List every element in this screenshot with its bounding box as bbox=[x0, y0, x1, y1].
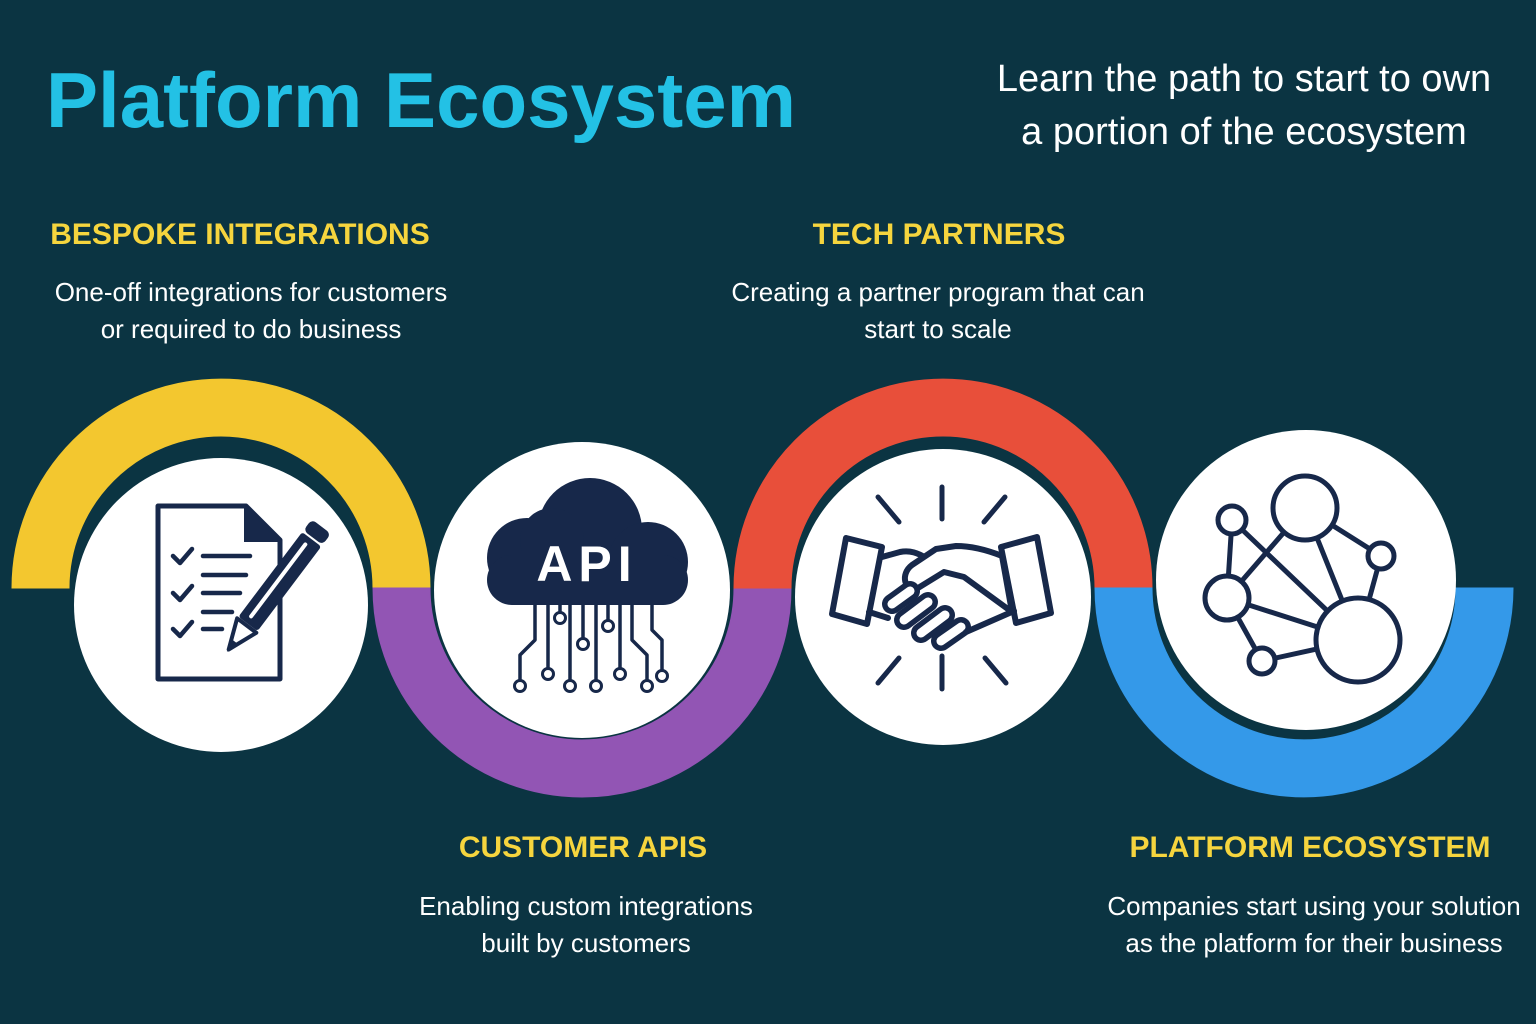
description-line: start to scale bbox=[864, 314, 1012, 344]
stage-description-platform-ecosystem: Companies start using your solution as t… bbox=[1094, 888, 1534, 962]
circuit-node bbox=[563, 679, 577, 693]
circuit-node bbox=[613, 667, 627, 681]
arc-bespoke-integrations bbox=[11, 378, 431, 589]
circuit-nodes bbox=[513, 611, 669, 693]
circuit-node bbox=[553, 611, 567, 625]
checkmark-icon bbox=[170, 619, 195, 639]
circuit-node bbox=[640, 679, 654, 693]
description-line: Companies start using your solution bbox=[1107, 891, 1521, 921]
ray-line bbox=[981, 494, 1008, 525]
circuit-node bbox=[655, 669, 669, 683]
pen-cone bbox=[226, 616, 259, 652]
pen-highlight bbox=[249, 542, 308, 619]
finger bbox=[899, 597, 933, 625]
circuit-node bbox=[513, 679, 527, 693]
pen-cap bbox=[305, 521, 329, 543]
description-line: Creating a partner program that can bbox=[731, 277, 1145, 307]
page-subtitle: Learn the path to start to own a portion… bbox=[984, 53, 1504, 159]
description-line: as the platform for their business bbox=[1125, 928, 1503, 958]
stage-heading-tech-partners: TECH PARTNERS bbox=[812, 218, 1066, 251]
network-node bbox=[1246, 645, 1278, 677]
network-node bbox=[1270, 473, 1340, 543]
circuit-node bbox=[589, 679, 603, 693]
description-line: or required to do business bbox=[100, 314, 402, 344]
document-checklist-pen-icon bbox=[155, 503, 329, 682]
subtitle-line: a portion of the ecosystem bbox=[1021, 111, 1467, 153]
description-line: Enabling custom integrations bbox=[419, 891, 753, 921]
circuit-node bbox=[601, 619, 615, 633]
arc-tech-partners bbox=[733, 378, 1153, 589]
checkmark-icon bbox=[170, 583, 195, 603]
pen-icon bbox=[226, 521, 329, 652]
finger bbox=[916, 610, 950, 638]
stage-heading-customer-apis: CUSTOMER APIS bbox=[458, 831, 708, 864]
circuit-trace bbox=[650, 603, 664, 672]
circuit-traces bbox=[518, 603, 664, 682]
finger bbox=[936, 622, 966, 646]
page-title: Platform Ecosystem bbox=[46, 56, 796, 144]
document-folded-corner bbox=[244, 506, 280, 542]
checkmark-icon bbox=[170, 546, 195, 566]
left-hand-bottom bbox=[866, 609, 891, 621]
description-line: One-off integrations for customers bbox=[54, 277, 448, 307]
left-cuff bbox=[829, 535, 885, 627]
stage-description-customer-apis: Enabling custom integrations built by cu… bbox=[366, 888, 806, 962]
finger bbox=[887, 586, 915, 609]
api-cloud-icon: API bbox=[487, 478, 688, 693]
arc-platform-ecosystem bbox=[1094, 587, 1514, 798]
handshake-icon bbox=[829, 484, 1054, 692]
arc-customer-apis bbox=[372, 587, 792, 798]
ray-line bbox=[875, 494, 902, 525]
network-node bbox=[1365, 540, 1397, 572]
circuit-node bbox=[541, 667, 555, 681]
description-line: built by customers bbox=[481, 928, 691, 958]
checklist bbox=[170, 546, 253, 639]
pen-tip bbox=[226, 639, 238, 652]
circuit-trace bbox=[518, 603, 537, 682]
network-node bbox=[1313, 595, 1403, 685]
stage-heading-platform-ecosystem: PLATFORM ECOSYSTEM bbox=[1129, 831, 1491, 864]
stage-description-tech-partners: Creating a partner program that can star… bbox=[718, 274, 1158, 348]
stage-heading-bespoke-integrations: BESPOKE INTEGRATIONS bbox=[50, 218, 430, 251]
fingers bbox=[882, 581, 971, 651]
circuit-node bbox=[576, 637, 590, 651]
network-graph-icon bbox=[1202, 473, 1403, 685]
subtitle-line: Learn the path to start to own bbox=[996, 58, 1492, 100]
network-node bbox=[1202, 573, 1252, 623]
circuit-trace bbox=[630, 603, 649, 682]
ray-line bbox=[982, 655, 1009, 686]
network-nodes bbox=[1202, 473, 1403, 685]
burst-rays bbox=[875, 484, 1009, 692]
api-label: API bbox=[536, 536, 637, 592]
stage-circle-tech-partners bbox=[795, 449, 1091, 745]
right-hand-bottom bbox=[963, 608, 1017, 635]
network-node bbox=[1215, 503, 1249, 537]
ray-line bbox=[875, 655, 902, 686]
cloud-shape bbox=[487, 478, 688, 605]
stage-description-bespoke-integrations: One-off integrations for customers or re… bbox=[31, 274, 471, 348]
